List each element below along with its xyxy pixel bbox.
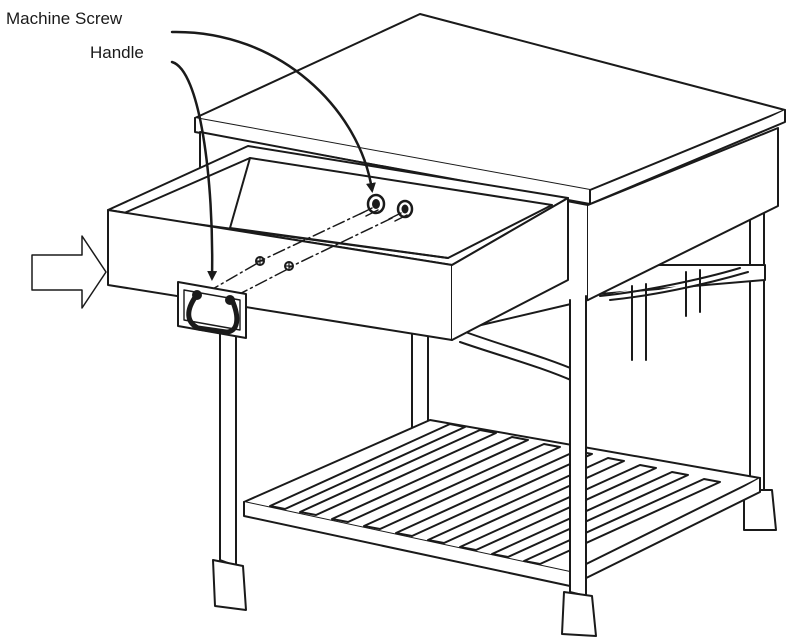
- front-leg-left: [213, 290, 246, 610]
- front-leg-right: [562, 296, 596, 636]
- callout-leaders: [172, 32, 376, 281]
- front-apron-arch: [460, 330, 580, 384]
- push-arrow-icon: [32, 236, 106, 308]
- machine-screw-icon: [360, 195, 412, 221]
- handle-label: Handle: [90, 43, 144, 62]
- table-top: [195, 14, 785, 204]
- handle-icon: [178, 282, 246, 338]
- machine-screw-label: Machine Screw: [6, 9, 123, 28]
- shelf-slats: [270, 424, 720, 564]
- drawer: [108, 146, 568, 340]
